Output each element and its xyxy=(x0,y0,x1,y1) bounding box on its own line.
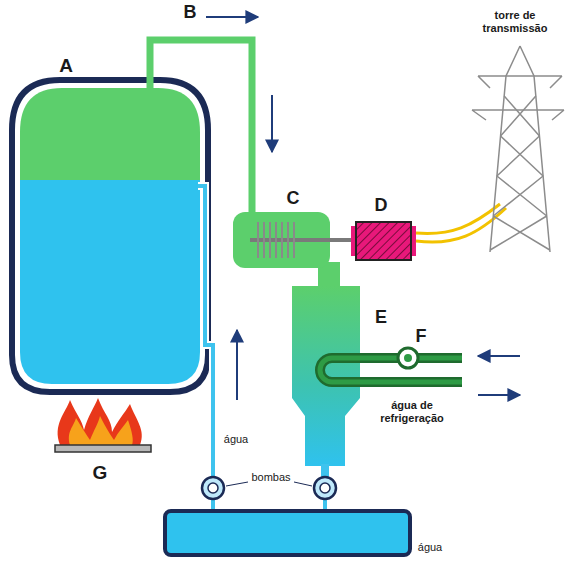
flow-caption: água xyxy=(224,433,248,446)
flow-arrow xyxy=(236,330,238,400)
turbine-blade xyxy=(269,222,271,258)
turbine-blade xyxy=(263,222,265,258)
flow-arrow xyxy=(206,16,258,18)
part-caption: torre de transmissão xyxy=(469,9,561,35)
label-holder: B xyxy=(184,2,197,24)
boiler-tank xyxy=(12,80,215,392)
part-letter: C xyxy=(287,188,300,210)
pump xyxy=(202,477,224,512)
leader-line xyxy=(226,482,248,486)
turbine-blade xyxy=(257,222,259,258)
tower-brace xyxy=(490,216,550,250)
label-holder: F xyxy=(416,326,427,348)
tower-brace xyxy=(501,96,540,136)
flow-arrow xyxy=(478,355,520,357)
turbine-blade xyxy=(281,222,283,258)
generator xyxy=(351,222,416,260)
transmission-tower xyxy=(472,46,564,252)
part-letter: G xyxy=(93,462,108,485)
part-caption: água xyxy=(418,541,442,554)
part-letter: F xyxy=(416,326,427,348)
label-holder: água de refrigeração xyxy=(364,399,460,425)
label-holder: água xyxy=(418,541,442,554)
label-holder: E xyxy=(375,307,387,329)
part-letter: D xyxy=(375,195,388,217)
condenser xyxy=(292,262,360,478)
cooling-loop xyxy=(320,348,462,382)
burner-flame xyxy=(55,398,151,452)
part-letter: B xyxy=(184,2,197,24)
water-pipe xyxy=(198,186,213,478)
turbine-blade xyxy=(287,222,289,258)
turbine-blade xyxy=(275,222,277,258)
part-letter: A xyxy=(59,55,73,78)
pump xyxy=(314,477,336,512)
water-reservoir xyxy=(165,511,410,555)
part-letter: E xyxy=(375,307,387,329)
leader-line xyxy=(294,482,312,486)
flow-arrow xyxy=(478,394,520,396)
power-wire xyxy=(416,204,500,234)
tower-brace xyxy=(497,136,543,176)
flow-arrow xyxy=(271,95,273,152)
label-holder: água xyxy=(224,433,248,446)
label-holder: C xyxy=(287,188,300,210)
label-holder: torre de transmissão xyxy=(469,9,561,35)
label-holder: D xyxy=(375,195,388,217)
label-holder: bombas xyxy=(251,471,290,484)
label-holder: G xyxy=(93,462,108,485)
part-caption: bombas xyxy=(251,471,290,484)
part-caption: água de refrigeração xyxy=(364,399,460,425)
turbine xyxy=(233,212,356,268)
label-holder: A xyxy=(59,55,73,78)
pipe-halo xyxy=(198,186,213,478)
turbine-blade xyxy=(293,222,295,258)
tower-brace xyxy=(493,176,546,216)
